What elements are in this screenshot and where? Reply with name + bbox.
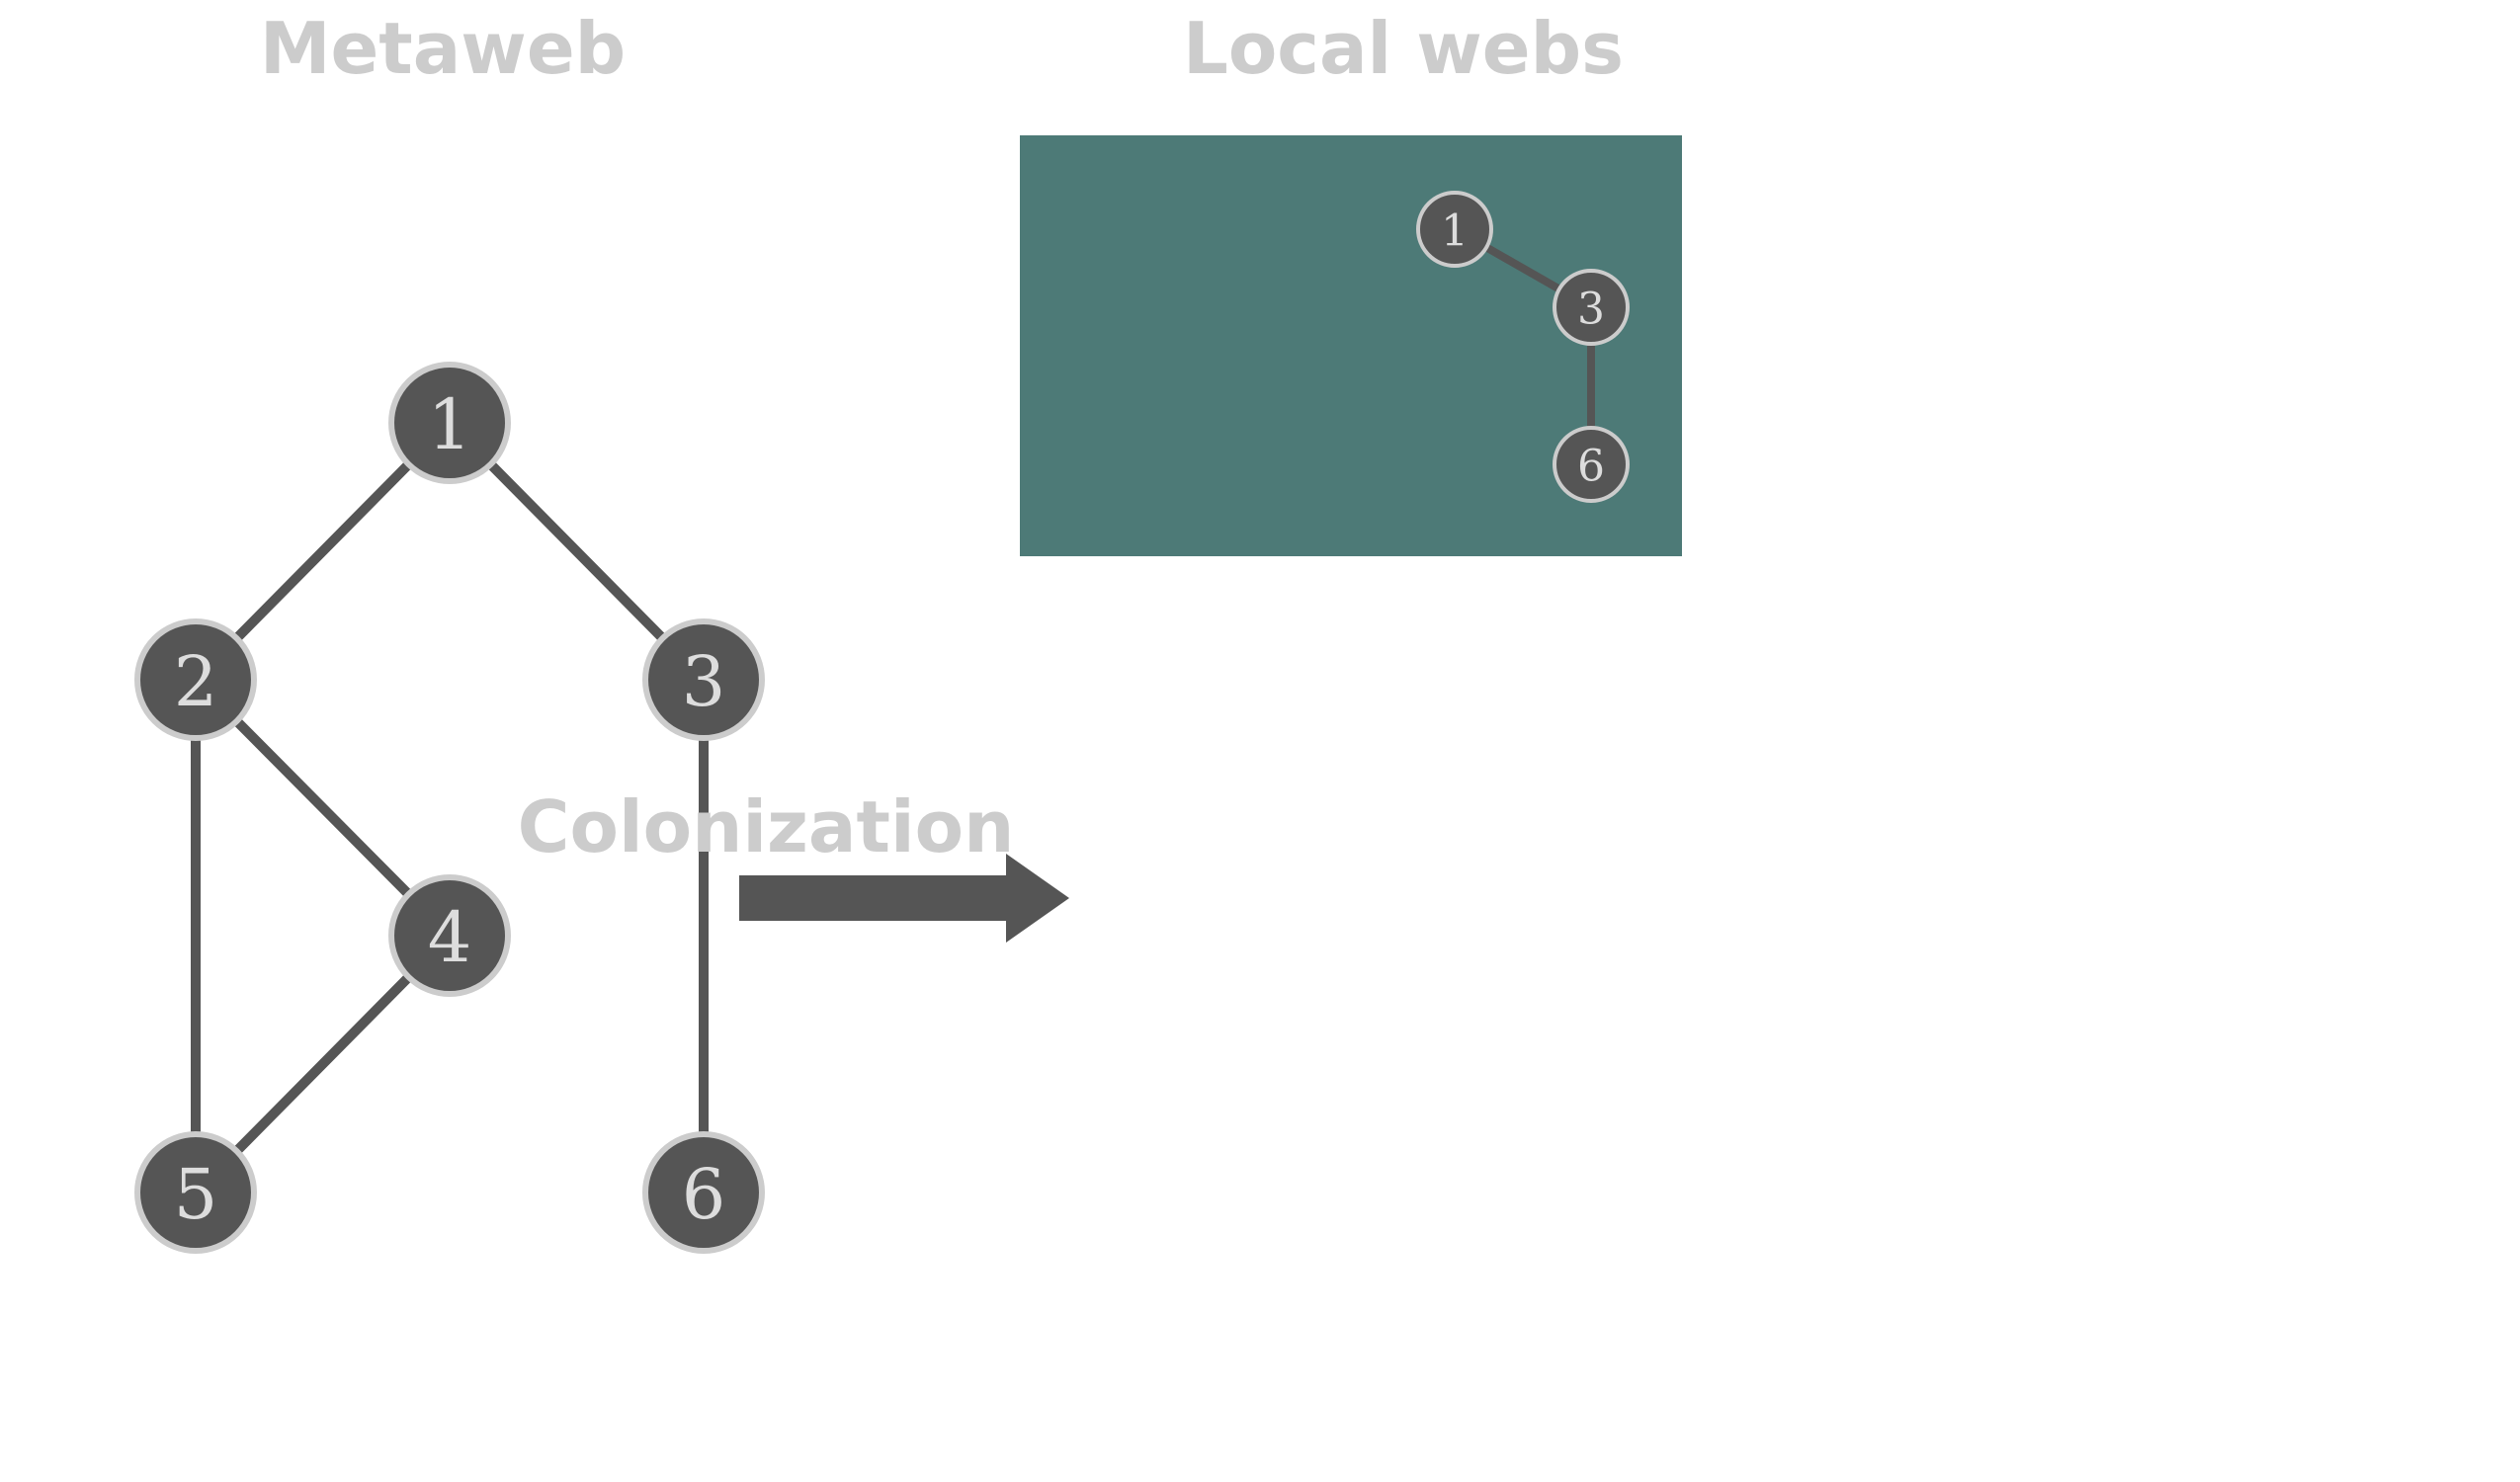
local-web-node-circle (1553, 269, 1630, 346)
local-web-graph: 1 3 6 (1416, 191, 1630, 503)
metaweb-nodes: 1 2 3 4 5 6 (134, 362, 765, 1254)
local-web-node-6: 6 (1553, 426, 1630, 503)
metaweb-title: Metaweb (260, 7, 626, 90)
metaweb-node-circle (642, 1131, 765, 1254)
metaweb-node-label: 4 (428, 897, 472, 978)
metaweb-node-label: 1 (428, 384, 472, 465)
local-webs-title: Local webs (1183, 7, 1624, 90)
colonization-arrow (739, 854, 1069, 943)
metaweb-node-5: 5 (134, 1131, 257, 1254)
local-web-node-circle (1553, 426, 1630, 503)
metaweb-node-label: 6 (682, 1154, 726, 1235)
metaweb-node-circle (134, 618, 257, 741)
metaweb-node-4: 4 (388, 874, 511, 997)
metaweb-node-3: 3 (642, 618, 765, 741)
local-web-node-label: 3 (1577, 285, 1605, 335)
local-web-node-label: 1 (1441, 206, 1469, 257)
metaweb-node-circle (388, 362, 511, 484)
metaweb-node-circle (388, 874, 511, 997)
metaweb-node-2: 2 (134, 618, 257, 741)
metaweb-node-circle (134, 1131, 257, 1254)
metaweb-node-circle (642, 618, 765, 741)
local-web-node-3: 3 (1553, 269, 1630, 346)
colonization-label: Colonization (518, 785, 1015, 868)
local-web-node-1: 1 (1416, 191, 1493, 268)
metaweb-node-1: 1 (388, 362, 511, 484)
metaweb-node-6: 6 (642, 1131, 765, 1254)
local-web-node-circle (1416, 191, 1493, 268)
local-web-node-label: 6 (1577, 442, 1605, 492)
metaweb-node-label: 3 (682, 641, 726, 722)
metaweb-graph: 1 2 3 4 5 6 (134, 362, 765, 1254)
metaweb-node-label: 5 (174, 1154, 218, 1235)
local-web-nodes: 1 3 6 (1416, 191, 1630, 503)
metaweb-node-label: 2 (174, 641, 218, 722)
